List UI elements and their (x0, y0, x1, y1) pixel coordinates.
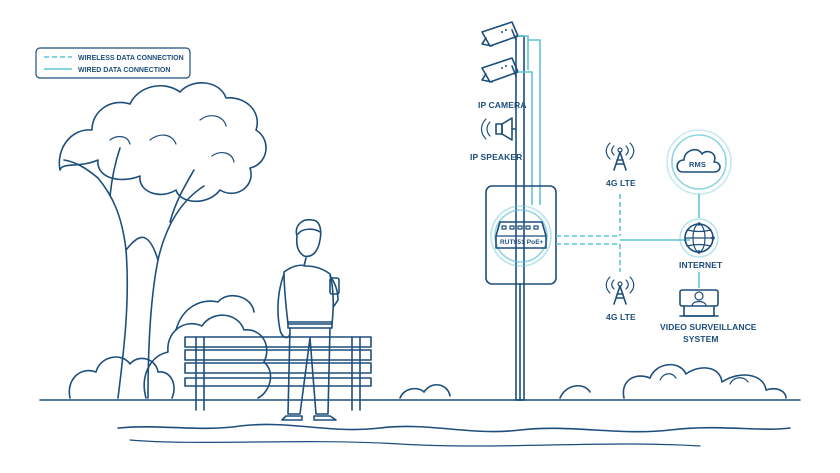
router-label: RUT951 PoE+ (500, 239, 544, 246)
internet-label: INTERNET (679, 260, 723, 270)
video-surveillance-label-line2: SYSTEM (683, 334, 719, 344)
ip-camera-label: IP CAMERA (478, 100, 526, 110)
rms-label: RMS (689, 160, 706, 169)
video-surveillance-label-line1: VIDEO SURVEILLANCE (660, 322, 757, 332)
ip-speaker-label: IP SPEAKER (470, 152, 522, 162)
tree-illustration (58, 82, 267, 399)
person-illustration (277, 218, 340, 421)
phone-icon (329, 277, 340, 295)
legend-wired-label: WIRED DATA CONNECTION (78, 67, 170, 74)
ip-speaker-icon (480, 117, 517, 141)
legend-wireless-label: WIRELESS DATA CONNECTION (78, 55, 184, 62)
router-device-icon (490, 205, 552, 267)
lte-tower-bottom-icon (605, 276, 635, 305)
lte-bottom-label: 4G LTE (606, 312, 636, 322)
internet-globe-icon (679, 218, 719, 258)
ip-camera-top-icon (481, 21, 519, 47)
legend: WIRELESS DATA CONNECTION WIRED DATA CONN… (35, 47, 191, 79)
bench-illustration (184, 336, 372, 411)
rms-cloud-icon (666, 129, 732, 195)
bushes (68, 294, 787, 399)
lte-top-label: 4G LTE (606, 178, 636, 188)
lte-tower-top-icon (605, 142, 635, 171)
ground (39, 399, 801, 447)
video-surveillance-icon (679, 289, 719, 317)
router-cabinet (485, 185, 557, 401)
ip-camera-bottom-icon (481, 57, 519, 83)
